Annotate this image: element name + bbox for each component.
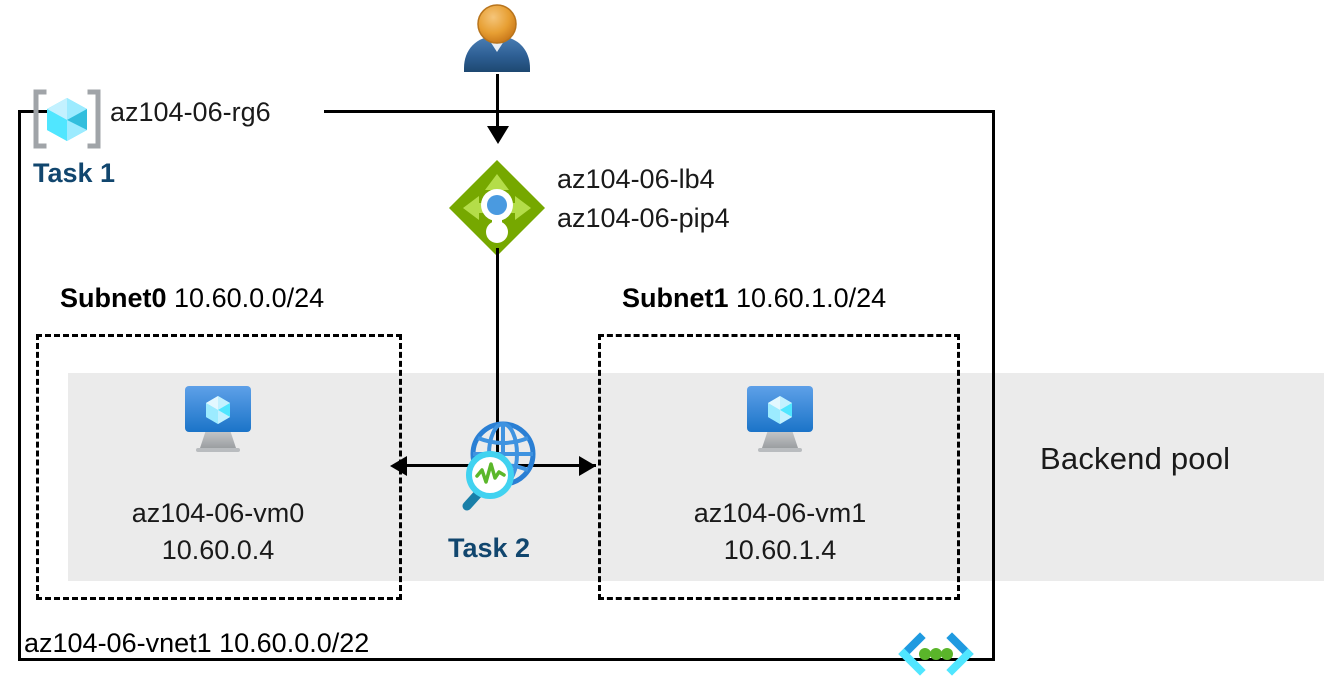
subnet-1-label: Subnet1 10.60.1.0/24 bbox=[622, 283, 886, 314]
virtual-machine-icon bbox=[180, 382, 256, 454]
virtual-network-icon bbox=[896, 630, 976, 678]
vm-0-ip: 10.60.0.4 bbox=[161, 535, 275, 565]
resource-group-border-top-right bbox=[324, 110, 995, 113]
subnet-link-arrowhead-left bbox=[390, 456, 407, 476]
subnet-0-name: Subnet0 bbox=[60, 283, 167, 313]
subnet-0-label: Subnet0 10.60.0.0/24 bbox=[60, 283, 324, 314]
user-to-lb-arrowhead bbox=[487, 126, 509, 144]
resource-group-name: az104-06-rg6 bbox=[110, 97, 271, 127]
user-icon bbox=[458, 2, 536, 74]
vm-1-name: az104-06-vm1 bbox=[693, 498, 867, 528]
vnet-label: az104-06-vnet1 10.60.0.0/22 bbox=[24, 628, 370, 658]
subnet-1-box bbox=[598, 334, 960, 600]
task-2-label: Task 2 bbox=[448, 533, 531, 563]
resource-group-border-bottom bbox=[18, 658, 995, 661]
network-watcher-icon bbox=[455, 420, 550, 515]
public-ip-name: az104-06-pip4 bbox=[557, 203, 730, 233]
vm-0-name: az104-06-vm0 bbox=[131, 498, 305, 528]
subnet-link-arrowhead-right bbox=[579, 456, 596, 476]
vm-1-ip: 10.60.1.4 bbox=[723, 535, 837, 565]
resource-group-border-left bbox=[18, 110, 21, 661]
subnet-link-line-left bbox=[400, 464, 500, 467]
load-balancer-name: az104-06-lb4 bbox=[557, 164, 715, 194]
subnet-1-cidr: 10.60.1.0/24 bbox=[736, 283, 887, 313]
task-1-label: Task 1 bbox=[33, 158, 116, 188]
subnet-link-line-right bbox=[496, 464, 596, 467]
subnet-0-cidr: 10.60.0.0/24 bbox=[174, 283, 325, 313]
resource-group-border-right bbox=[992, 110, 995, 661]
virtual-machine-icon bbox=[742, 382, 818, 454]
backend-pool-label: Backend pool bbox=[1040, 441, 1231, 476]
load-balancer-icon bbox=[447, 158, 547, 258]
user-to-lb-connector bbox=[496, 74, 499, 132]
resource-group-icon bbox=[30, 88, 104, 150]
subnet-1-name: Subnet1 bbox=[622, 283, 729, 313]
backend-pool-band bbox=[68, 373, 1324, 581]
lb-to-network-watcher-connector bbox=[496, 248, 499, 464]
